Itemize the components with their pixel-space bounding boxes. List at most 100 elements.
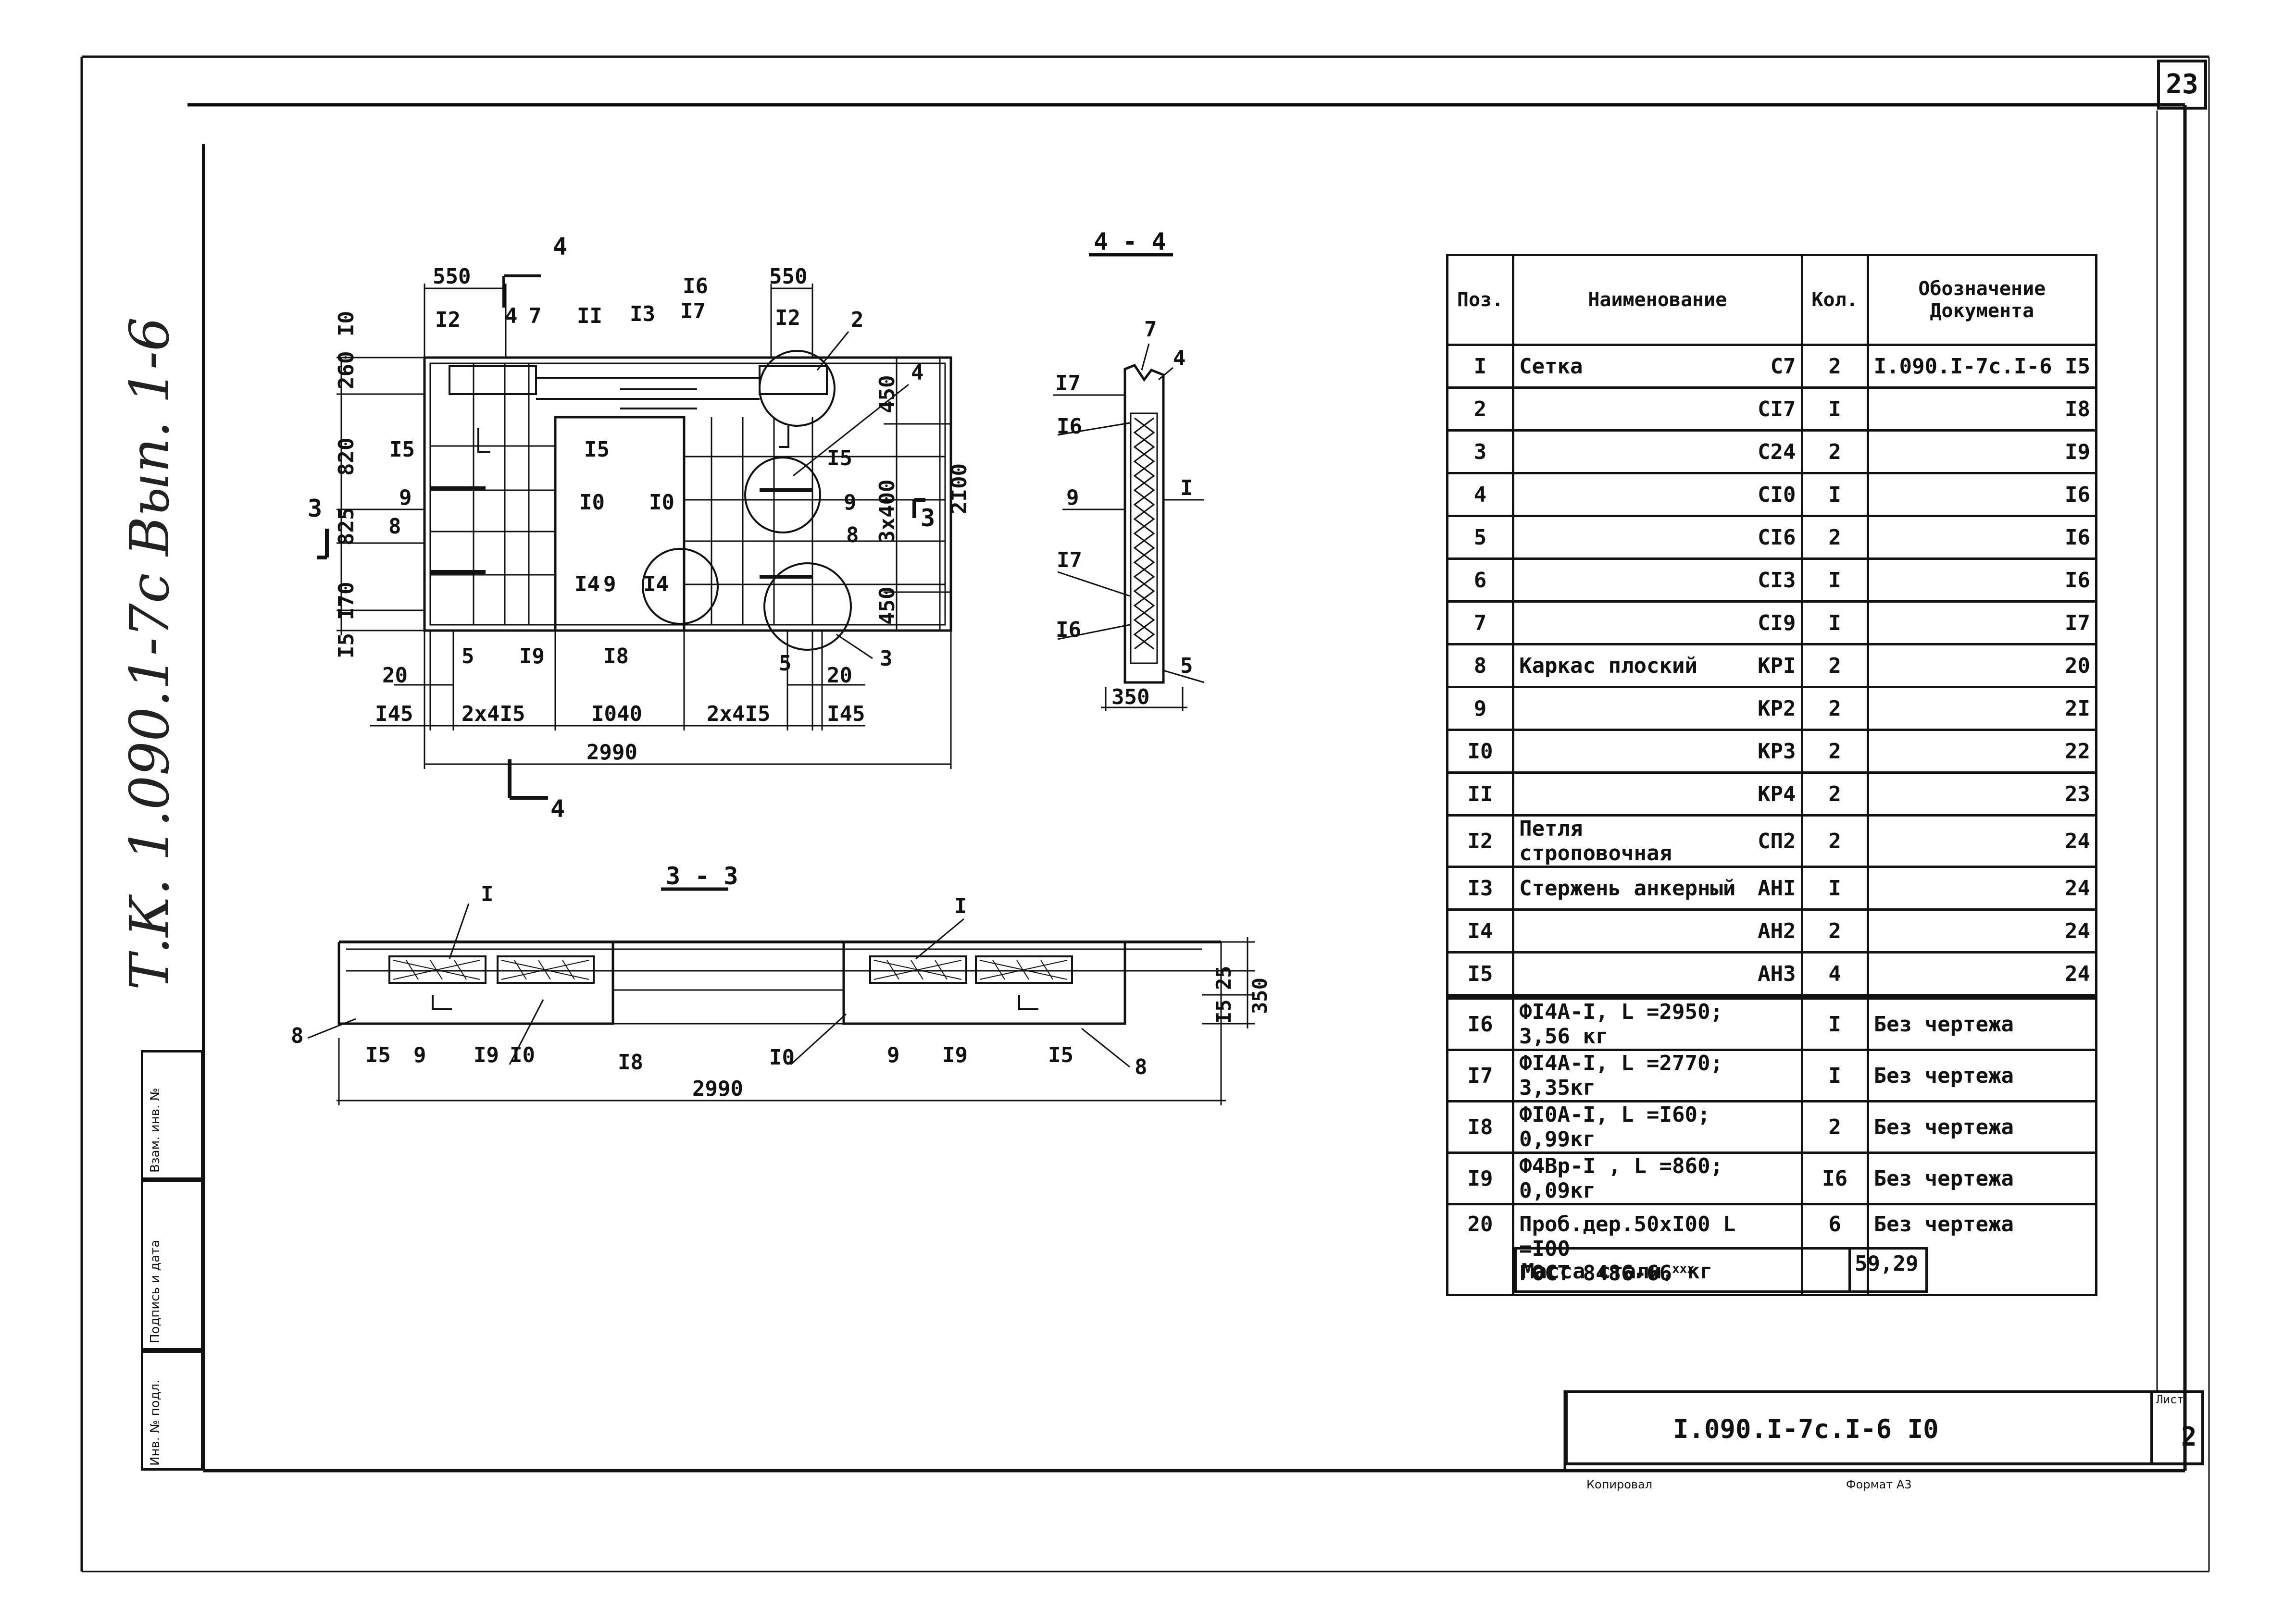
s33-pos-1-a: I	[481, 882, 494, 906]
spec-qty: 2	[1800, 515, 1869, 560]
pos-8-b: 8	[846, 523, 859, 547]
spec-header-row: Поз. Наименование Кол. Обозначение Докум…	[1446, 254, 2098, 346]
document-code: I.090.I-7с.I-6 I0	[1673, 1414, 1939, 1444]
pos-14-a: I4	[574, 572, 600, 596]
s33-pos-10-b: I0	[769, 1045, 795, 1070]
dim-1040: I040	[591, 702, 642, 726]
spec-name	[1512, 729, 1748, 774]
spec-qty: 6	[1800, 1203, 1869, 1296]
spec-pos: 2	[1446, 386, 1515, 432]
dim-450: 450	[875, 375, 899, 413]
spec-name: ФI4А-I, L =2950; 3,56 кг	[1512, 994, 1748, 1051]
spec-doc: I.090.I-7с.I-6 I5	[1866, 344, 2098, 389]
pos-13: I3	[630, 302, 655, 326]
section-4-4-title: 4 - 4	[1094, 228, 1166, 256]
spec-doc: I6	[1866, 557, 2098, 603]
spec-qty: 2	[1800, 908, 1869, 953]
s33-pos-19-b: I9	[942, 1043, 968, 1067]
spec-qty: I	[1800, 472, 1869, 517]
s44-pos-9: 9	[1066, 485, 1079, 510]
sheet-number: 2	[2181, 1422, 2197, 1452]
spec-pos: 7	[1446, 600, 1515, 645]
plan-view	[317, 274, 952, 800]
spec-pos: I2	[1446, 814, 1515, 868]
dim-2x415-left: 2x4I5	[462, 702, 525, 726]
dim-2990-plan: 2990	[586, 740, 637, 765]
spec-doc: 24	[1866, 951, 2098, 998]
spec-name: Каркас плоский	[1512, 643, 1748, 688]
pos-17: I7	[680, 299, 706, 323]
spec-qty: 2	[1800, 814, 1869, 868]
marker-4-bottom: 4	[550, 795, 565, 823]
spec-name	[1512, 951, 1748, 998]
pos-16: I6	[683, 274, 708, 298]
spec-qty: I6	[1800, 1151, 1869, 1205]
s33-pos-10-a: I0	[510, 1043, 535, 1067]
spec-mark: СП2	[1747, 814, 1803, 868]
spec-mark: КР4	[1747, 771, 1803, 817]
spec-doc: 20	[1866, 643, 2098, 688]
spec-mark	[1747, 1151, 1803, 1205]
spec-doc: I6	[1866, 472, 2098, 517]
s33-dim-2990: 2990	[692, 1077, 743, 1101]
pos-5-a: 5	[462, 644, 474, 669]
spec-doc: Без чертежа	[1866, 1049, 2098, 1102]
spec-pos: I6	[1446, 994, 1515, 1051]
spec-doc: Без чертежа	[1866, 1100, 2098, 1154]
s44-pos-16-a: I6	[1057, 414, 1082, 439]
spec-name: Петля строповочная	[1512, 814, 1748, 868]
dim-550-left: 550	[433, 264, 471, 289]
stamp-cell-c: Инв. № подл.	[141, 1350, 203, 1471]
dim-2x415-right: 2x4I5	[707, 702, 770, 726]
pos-15-c: I5	[827, 446, 852, 471]
spec-doc: 22	[1866, 729, 2098, 774]
dim-145-right: I45	[827, 702, 865, 726]
spec-name: Ф4Вр-I , L =860; 0,09кг	[1512, 1151, 1748, 1205]
spec-pos: I3	[1446, 866, 1515, 911]
pos-10-b: I0	[649, 490, 674, 515]
spec-name: Проб.дер.50хI00 L =I00 ГОСТ 8486-66ххх	[1512, 1203, 1748, 1296]
pos-4-right: 4	[911, 360, 924, 385]
spec-mark: СI6	[1747, 515, 1803, 560]
spec-qty: 2	[1800, 729, 1869, 774]
spec-qty: 2	[1800, 429, 1869, 474]
spec-name	[1512, 771, 1748, 817]
spec-mark: КРI	[1747, 643, 1803, 688]
specification-table: Поз. Наименование Кол. Обозначение Докум…	[1446, 254, 2098, 1296]
dim-820: 820	[334, 438, 359, 476]
footer-copied: Копировал	[1586, 1478, 1653, 1491]
sheet-label: Лист	[2156, 1393, 2184, 1406]
spec-pos: 9	[1446, 686, 1515, 731]
s33-pos-15-a: I5	[365, 1043, 391, 1067]
spec-mark: С7	[1747, 344, 1803, 389]
spec-mark: СI0	[1747, 472, 1803, 517]
spec-name: Сетка	[1512, 344, 1748, 389]
dim-450-b: 450	[875, 587, 899, 625]
spec-mark: АН3	[1747, 951, 1803, 998]
spec-qty: I	[1800, 994, 1869, 1051]
spec-pos: 3	[1446, 429, 1515, 474]
dim-170: I70	[334, 582, 359, 620]
pos-15-b: I5	[584, 437, 610, 462]
spec-pos: I0	[1446, 729, 1515, 774]
pos-5-b: 5	[779, 651, 792, 676]
spec-qty: 2	[1800, 1100, 1869, 1154]
header-doc: Обозначение Документа	[1866, 254, 2098, 346]
spec-pos: 20	[1446, 1203, 1515, 1296]
section-4-4	[1053, 253, 1205, 711]
spec-name: ФI0А-I, L =I60; 0,99кг	[1512, 1100, 1748, 1154]
pos-9-a: 9	[399, 485, 412, 510]
spec-pos: 6	[1446, 557, 1515, 603]
